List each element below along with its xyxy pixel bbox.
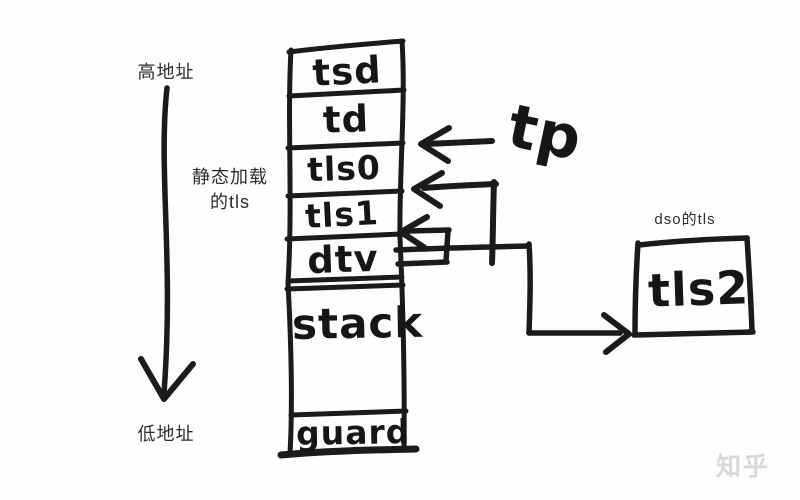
cell-label-guard: guard: [295, 411, 411, 453]
dtv-tls1-arrowhead: [398, 214, 430, 251]
static-tls-label: 静态加载 的tls: [172, 165, 288, 215]
cell-label-td: td: [322, 97, 370, 142]
tls2-top-edge: [636, 235, 750, 248]
dtv-tls2-horizontal: [393, 243, 531, 253]
dtv-to-tls2-arrow: [393, 241, 632, 355]
dtv-bottom-edge: [285, 274, 405, 284]
address-arrow-shaft: [161, 85, 171, 396]
cell-label-stack: stack: [291, 297, 424, 349]
dtv-tls2-vertical: [526, 241, 533, 336]
dtv-tls2-arrowhead: [601, 312, 632, 355]
dtv-tls0-vertical: [489, 179, 497, 266]
high-address-label: 高地址: [137, 62, 195, 82]
stack-top-edge: [284, 282, 406, 292]
column-bottom-edge: [277, 445, 420, 459]
divider-tls1-dtv: [284, 231, 404, 242]
divider-stack-guard: [288, 408, 409, 418]
cell-label-tsd: tsd: [311, 48, 383, 95]
tls2-box-outline: [631, 235, 756, 338]
low-address-label: 低地址: [137, 424, 195, 444]
address-arrowhead: [138, 356, 196, 402]
dtv-to-tls1-arrow: [395, 214, 452, 267]
dso-tls-title: dso的tls: [654, 211, 716, 228]
divider-tsd-td: [286, 87, 407, 99]
cell-label-dtv: dtv: [306, 236, 380, 283]
tls2-left-edge: [632, 240, 641, 337]
tp-arrow: [418, 125, 495, 164]
tls2-bottom-edge: [631, 329, 756, 338]
dtv-tls1-shaft: [406, 227, 452, 234]
tp-arrowhead: [418, 125, 452, 164]
divider-td-tls0: [285, 140, 406, 151]
address-direction-arrow: [138, 85, 196, 402]
static-tls-line1: 静态加载: [192, 167, 268, 187]
dtv-tls0-arrowhead: [411, 170, 445, 209]
dtv-tls0-shaft: [421, 181, 499, 191]
dtv-slot-bottom-edge: [395, 259, 450, 267]
column-top-edge: [286, 38, 406, 55]
column-right-edge: [397, 38, 407, 453]
cell-label-tls0: tls0: [306, 147, 382, 190]
divider-tls0-tls1: [285, 188, 405, 199]
tls2-right-edge: [744, 235, 755, 334]
tls2-box-label: tls2: [647, 260, 751, 318]
dtv-to-tls0-arrow: [411, 170, 499, 266]
cell-label-tls1: tls1: [304, 193, 380, 236]
zhihu-watermark: 知乎: [716, 453, 771, 481]
static-tls-line2: 的tls: [210, 192, 250, 212]
memory-column-outline: [277, 38, 420, 459]
tp-arrow-shaft: [423, 138, 495, 147]
